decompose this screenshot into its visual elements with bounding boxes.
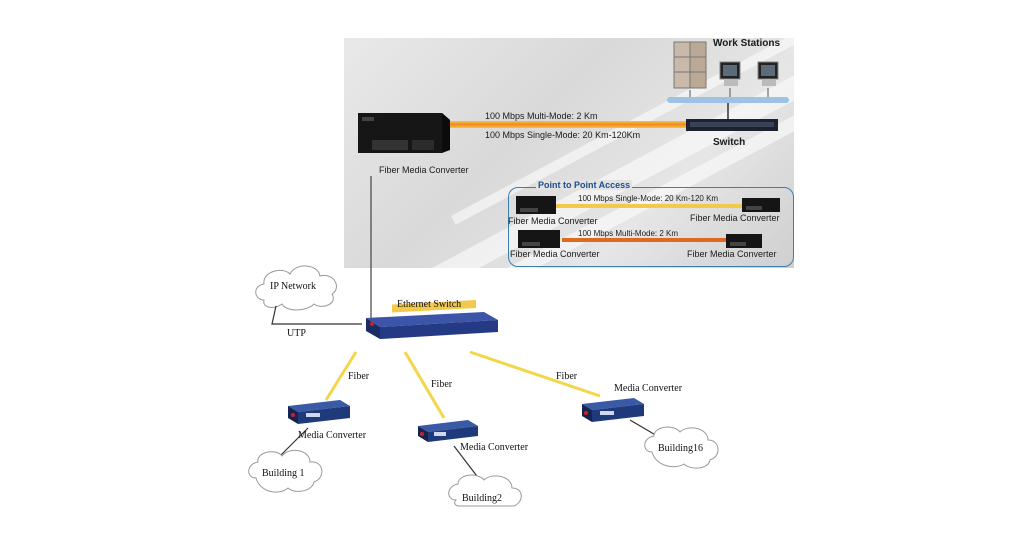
p2p-converter-icon xyxy=(518,230,560,248)
ip-network-label: IP Network xyxy=(270,281,317,292)
building-16-label: Building16 xyxy=(658,443,704,454)
media-converter-icon xyxy=(288,400,350,424)
point-to-point-frame xyxy=(508,187,794,267)
multimode-link-label: 100 Mbps Multi-Mode: 2 Km xyxy=(485,111,598,121)
ethernet-switch-label: Ethernet Switch xyxy=(397,299,462,310)
p2p-converter-icon xyxy=(516,196,556,214)
p2p-row1-link-label: 100 Mbps Single-Mode: 20 Km-120 Km xyxy=(578,194,719,203)
top-switch-icon xyxy=(686,119,778,131)
p2p-converter-icon xyxy=(742,198,780,212)
p2p-row1-fiber xyxy=(554,204,744,208)
building-cloud-icon xyxy=(644,426,719,469)
point-to-point-title: Point to Point Access xyxy=(536,180,633,190)
p2p-row2-fiber xyxy=(562,238,734,242)
main-fiber-link xyxy=(440,121,690,128)
building-cloud-icon xyxy=(248,449,323,493)
fiber-line-1 xyxy=(324,351,358,401)
p2p-row2-right-label: Fiber Media Converter xyxy=(687,249,777,259)
media-converter-label-3: Media Converter xyxy=(614,383,683,394)
fiber-label-2: Fiber xyxy=(431,379,453,390)
p2p-row2-link-label: 100 Mbps Multi-Mode: 2 Km xyxy=(578,229,679,238)
building-2-label: Building2 xyxy=(462,493,503,504)
fiber-media-converter-label: Fiber Media Converter xyxy=(379,165,469,175)
media-converter-label-1: Media Converter xyxy=(298,430,367,441)
media-converter-icon xyxy=(418,420,478,442)
fiber-media-converter-large-icon xyxy=(358,113,450,153)
media-converter-label-2: Media Converter xyxy=(460,442,529,453)
p2p-converter-icon xyxy=(726,234,762,248)
work-stations-label: Work Stations xyxy=(713,38,781,49)
p2p-row1-right-label: Fiber Media Converter xyxy=(690,213,780,223)
fiber-line-3 xyxy=(469,350,601,398)
utp-line xyxy=(271,305,362,325)
fiber-line-2 xyxy=(403,351,446,419)
media-converter-icon xyxy=(582,398,644,422)
workstation-monitor-icon xyxy=(719,61,741,86)
building-1-label: Building 1 xyxy=(262,468,305,479)
fiber-label-3: Fiber xyxy=(556,371,578,382)
fiber-label-1: Fiber xyxy=(348,371,370,382)
building-cloud-icon xyxy=(448,474,522,507)
switch-label: Switch xyxy=(713,137,746,148)
ethernet-switch-icon xyxy=(366,300,498,339)
workstation-bus xyxy=(667,97,789,103)
ip-network-cloud-icon xyxy=(255,265,337,311)
utp-label: UTP xyxy=(287,328,306,339)
workstation-monitor-icon xyxy=(757,61,779,86)
server-tower-icon xyxy=(673,41,707,89)
singlemode-link-label: 100 Mbps Single-Mode: 20 Km-120Km xyxy=(485,130,641,140)
p2p-row2-left-label: Fiber Media Converter xyxy=(510,249,600,259)
p2p-row1-left-label: Fiber Media Converter xyxy=(508,216,598,226)
